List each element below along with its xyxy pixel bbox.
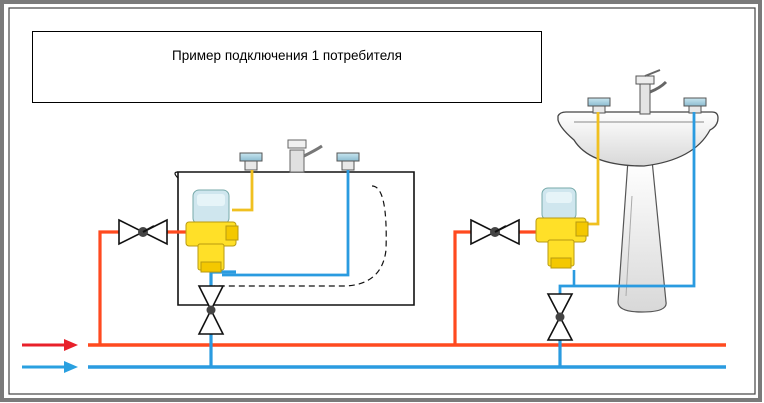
bathtub-cold-shutoff-valve-icon: [197, 285, 225, 335]
bathtub-hot-ball-valve-icon: [118, 218, 168, 246]
washbasin-branch: [453, 112, 696, 367]
bathtub-faucet-icon: [287, 139, 323, 173]
washbasin-cold-shutoff-valve-icon: [546, 293, 574, 341]
title-box: Пример подключения 1 потребителя: [32, 31, 542, 103]
washbasin-cold-tap-icon: [683, 97, 707, 114]
diagram-title: Пример подключения 1 потребителя: [172, 48, 402, 63]
cold-inlet-arrow-icon: [22, 361, 78, 373]
bathtub: [174, 139, 415, 306]
inner-frame: [8, 7, 756, 395]
washbasin-faucet-icon: [635, 69, 668, 115]
bathtub-hot-tap-icon: [239, 152, 263, 171]
bathtub-branch: [98, 170, 350, 367]
washbasin-hot-ball-valve-icon: [470, 218, 520, 246]
main-pipes: [22, 339, 726, 373]
washbasin-mixing-valve-icon: [535, 187, 589, 269]
bathtub-cold-tap-icon: [336, 152, 360, 171]
hot-inlet-arrow-icon: [22, 339, 78, 351]
washbasin-hot-tap-icon: [587, 97, 611, 114]
bathtub-mixing-valve-icon: [185, 189, 239, 273]
